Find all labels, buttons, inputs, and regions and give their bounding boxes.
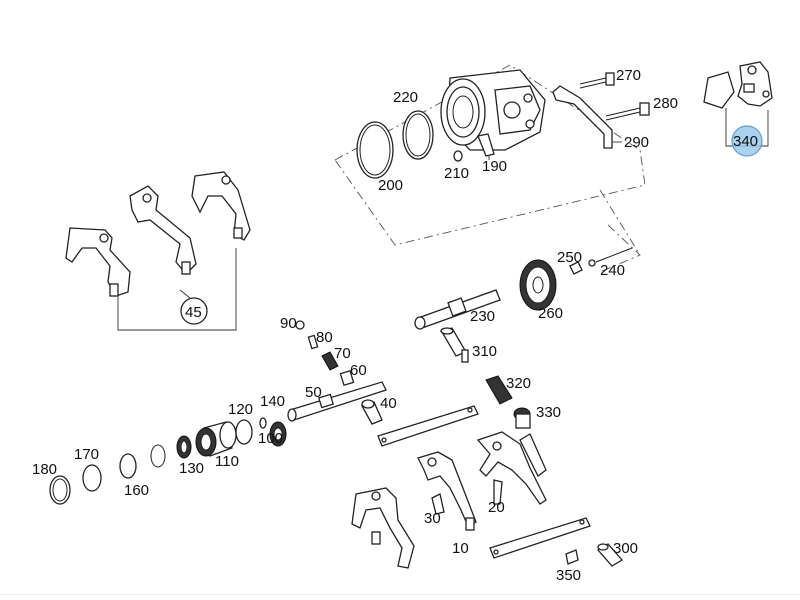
callout-20: 20 [488,499,505,516]
callout-40: 40 [380,395,397,412]
part-40-dog[interactable]: 40 [361,395,397,425]
part-190-pump-housing[interactable]: 190 [440,69,546,175]
part-230-shaft[interactable]: 230 [414,289,501,330]
part-170-ring[interactable]: 170 [74,446,102,492]
callout-250: 250 [557,249,582,266]
part-290-bracket[interactable]: 290 [552,85,649,151]
callout-330: 330 [536,404,561,421]
part-90-ball[interactable]: 90 [280,315,305,332]
callout-170: 170 [74,446,99,463]
part-50-selector-shaft[interactable]: 50 [287,381,387,422]
callout-60: 60 [350,362,367,379]
part-160-snap-ring[interactable]: 160 [119,453,149,499]
callout-10: 10 [452,540,469,557]
callout-210: 210 [444,165,469,182]
part-20-shift-fork[interactable]: 20 [476,431,547,516]
part-rail-plate-upper[interactable] [377,405,479,447]
part-60-sleeve[interactable]: 60 [339,362,367,387]
callout-100: 100 [258,430,283,447]
part-250-key[interactable]: 250 [557,249,583,275]
part-220-oring[interactable]: 220 [393,89,434,160]
bottom-divider [0,594,800,595]
part-180-ring[interactable]: 180 [32,461,71,505]
callout-340: 340 [733,133,758,150]
callout-240: 240 [600,262,625,279]
callout-80: 80 [316,329,333,346]
part-120-washer[interactable]: 120 [228,401,253,445]
callout-140: 140 [260,393,285,410]
callout-190: 190 [482,158,507,175]
callout-160: 160 [124,482,149,499]
callout-110: 110 [215,453,239,470]
part-80-pin[interactable]: 80 [307,329,333,350]
callout-90: 90 [280,315,297,332]
part-10-shift-fork[interactable]: 10 [417,451,477,557]
part-260-gear[interactable]: 260 [519,259,563,322]
callout-350: 350 [556,567,581,584]
part-70-spring[interactable]: 70 [321,345,351,371]
callout-220: 220 [393,89,418,106]
callout-30: 30 [424,510,441,527]
callout-310: 310 [472,343,497,360]
callout-320: 320 [506,375,531,392]
callout-280: 280 [653,95,678,112]
part-280-bolt[interactable]: 280 [605,95,678,121]
part-45-shift-fork-set[interactable]: 45 [65,171,251,331]
part-100-ring[interactable]: 100 [258,417,283,447]
callout-180: 180 [32,461,57,478]
callout-70: 70 [334,345,351,362]
callout-260: 260 [538,305,563,322]
part-150-ring[interactable] [150,444,166,468]
callout-130: 130 [179,460,204,477]
callout-300: 300 [613,540,638,557]
callout-120: 120 [228,401,253,418]
callout-200: 200 [378,177,403,194]
part-270-bolt[interactable]: 270 [579,67,641,89]
callout-45: 45 [185,304,202,321]
part-320-spring[interactable]: 320 [485,375,531,405]
part-210-small-ring[interactable]: 210 [444,150,469,182]
part-rail-plate-lower[interactable] [489,517,591,559]
part-350-clip[interactable]: 350 [556,549,581,584]
callout-290: 290 [624,134,649,151]
callout-270: 270 [616,67,641,84]
callout-340-highlight[interactable] [731,125,763,157]
part-200-oring[interactable]: 200 [356,121,403,194]
callout-50: 50 [305,384,322,401]
part-140-bearing[interactable]: 140 [260,393,287,447]
part-300-sensor[interactable]: 300 [596,540,638,567]
part-330-plug[interactable]: 330 [513,404,561,429]
part-110-drum[interactable]: 110 [195,421,239,470]
part-130-gear[interactable]: 130 [176,435,204,477]
callout-230: 230 [470,308,495,325]
part-340-cover[interactable]: 340 [703,61,773,157]
part-30-shift-fork[interactable]: 30 [351,487,441,569]
part-310-plunger[interactable]: 310 [440,327,497,363]
part-240-pin[interactable]: 240 [588,247,633,279]
